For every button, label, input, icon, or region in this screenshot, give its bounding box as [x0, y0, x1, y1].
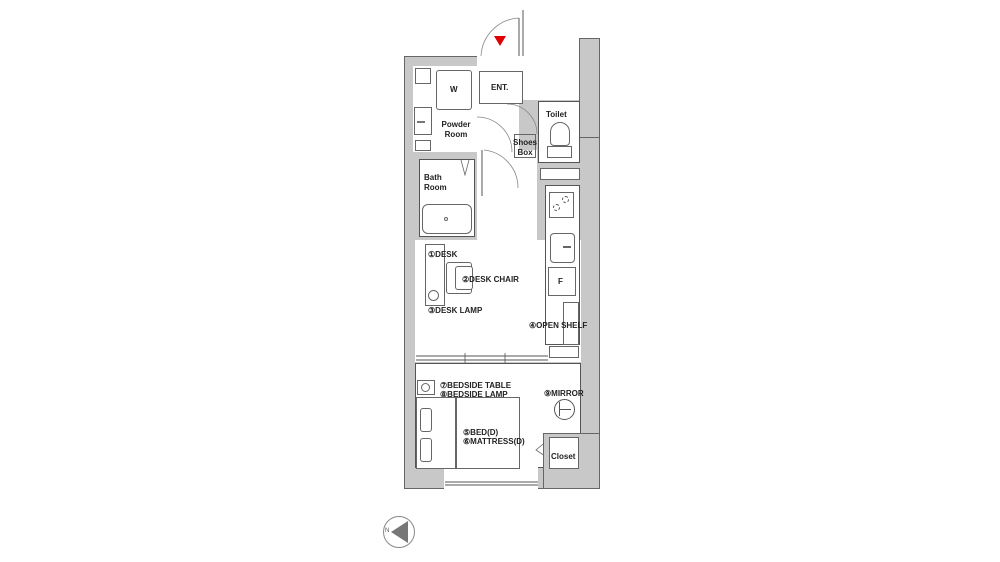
toilet-label: Toilet [546, 110, 567, 119]
powder-room-label: Powder Room [441, 120, 471, 139]
shoes-box-label: Shoes Box [512, 138, 537, 157]
bathtub-drain-icon [444, 217, 448, 221]
desk-lamp-label: ③DESK LAMP [428, 306, 483, 315]
fridge [548, 267, 576, 296]
bedside-lamp-icon [421, 383, 430, 392]
compass-north-label: N [385, 528, 390, 534]
fridge-label: F [558, 277, 563, 286]
toilet-bowl-icon [550, 122, 570, 146]
toilet-tank [547, 146, 572, 158]
cabinet-top [415, 68, 431, 84]
gap-top [519, 56, 579, 100]
north-arrow-icon [391, 521, 408, 543]
closet [549, 437, 579, 469]
desk-chair-seat [455, 266, 473, 290]
bedside-table-label: ⑦BEDSIDE TABLE [440, 381, 512, 390]
cabinet-bottom [415, 140, 431, 151]
bedside-lamp-label: ⑧BEDSIDE LAMP [440, 390, 508, 399]
washer-fixture [436, 70, 472, 110]
bed-label: ⑤BED(D) [463, 428, 499, 437]
open-shelf [563, 302, 579, 345]
entry-marker-icon [494, 36, 506, 46]
hall-area [477, 150, 537, 242]
faucet-icon [417, 121, 425, 123]
burner-icon-2 [562, 196, 569, 203]
burner-icon-1 [553, 204, 560, 211]
wall-extension-right [579, 38, 600, 138]
desk-lamp-icon [428, 290, 439, 301]
pillow-2 [420, 438, 432, 462]
open-shelf-label: ④OPEN SHELF [529, 321, 588, 330]
bedroom-bottom [444, 467, 538, 489]
pillow-1 [420, 408, 432, 432]
kitchen-faucet-icon [563, 246, 571, 248]
entrance-floor [479, 71, 523, 104]
mattress [456, 397, 520, 469]
mirror-label: ⑨MIRROR [544, 389, 584, 398]
mattress-label: ⑥MATTRESS(D) [463, 437, 525, 446]
shoes-box [514, 134, 536, 158]
shelf-base [549, 346, 579, 358]
bath-room-label: Bath Room [424, 173, 447, 192]
mirror-arm [559, 409, 571, 410]
closet-label: Closet [551, 452, 576, 461]
toilet-shelf [540, 168, 580, 180]
entrance-label: ENT. [491, 83, 509, 92]
desk-label: ①DESK [428, 250, 458, 259]
kitchen-sink [550, 233, 575, 263]
desk-chair-label: ②DESK CHAIR [462, 275, 519, 284]
washer-label: W [450, 85, 458, 94]
